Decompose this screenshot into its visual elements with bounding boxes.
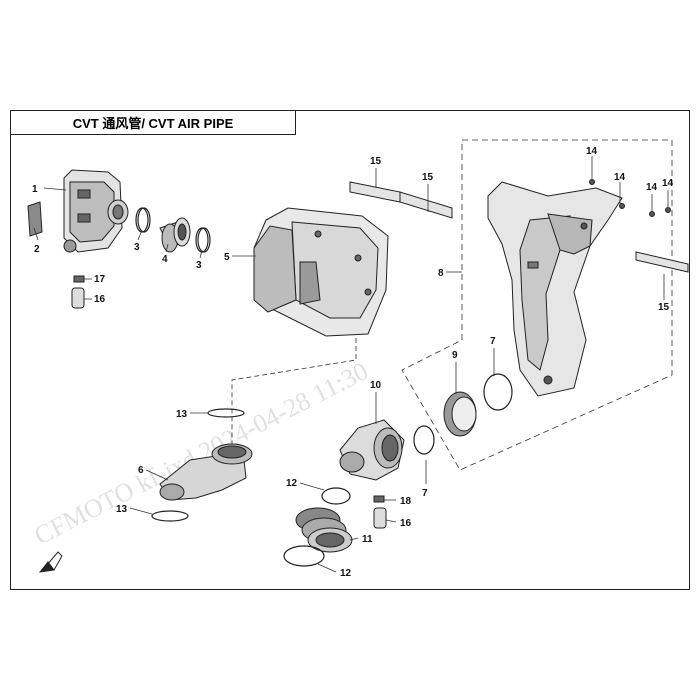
part-13-clamp-upper bbox=[207, 408, 245, 418]
part-11-sleeve bbox=[295, 507, 353, 553]
callout-10: 10 bbox=[370, 380, 382, 391]
part-12-clamp-lower bbox=[283, 545, 325, 567]
part-5-air-box bbox=[253, 207, 389, 337]
callout-12b: 12 bbox=[340, 568, 352, 579]
part-2-pad bbox=[27, 201, 43, 237]
callout-6: 6 bbox=[138, 465, 144, 476]
callout-3: 3 bbox=[134, 242, 140, 253]
part-8-duct-cover bbox=[487, 181, 623, 397]
callout-9: 9 bbox=[452, 350, 458, 361]
part-3-clamp-right bbox=[195, 227, 211, 253]
callout-14b: 14 bbox=[614, 172, 626, 183]
part-16-plug-left bbox=[71, 287, 85, 309]
callout-8: 8 bbox=[438, 268, 444, 279]
part-12-clamp-upper bbox=[321, 487, 351, 505]
callout-15c: 15 bbox=[658, 302, 670, 313]
callout-16b: 16 bbox=[400, 518, 412, 529]
callout-2: 2 bbox=[34, 244, 40, 255]
leader-lines bbox=[33, 156, 669, 573]
part-9-seal-ring bbox=[443, 391, 477, 437]
callout-12a: 12 bbox=[286, 478, 298, 489]
part-17-clip-left bbox=[73, 275, 85, 283]
part-10-elbow bbox=[339, 419, 405, 481]
callout-14d: 14 bbox=[662, 178, 674, 189]
part-7-clamp-lower bbox=[413, 425, 435, 455]
callout-14a: 14 bbox=[586, 146, 598, 157]
callout-7a: 7 bbox=[490, 336, 496, 347]
part-18-clip-right bbox=[373, 495, 385, 503]
part-1-filter-housing bbox=[63, 169, 129, 253]
part-15-foam-strip-a bbox=[349, 181, 453, 219]
part-16-plug-right bbox=[373, 507, 387, 529]
connection-line bbox=[231, 338, 357, 444]
callout-15b: 15 bbox=[422, 172, 434, 183]
front-arrow-icon bbox=[38, 551, 63, 573]
diagram-frame bbox=[10, 110, 690, 590]
callout-3b: 3 bbox=[196, 260, 202, 271]
part-13-clamp-lower bbox=[151, 510, 189, 522]
callout-16a: 16 bbox=[94, 294, 106, 305]
title-box: CVT 通风管/ CVT AIR PIPE bbox=[10, 110, 296, 135]
callout-4: 4 bbox=[162, 254, 168, 265]
part-3-clamp-left bbox=[135, 207, 151, 233]
callout-15a: 15 bbox=[370, 156, 382, 167]
callout-13b: 13 bbox=[116, 504, 128, 515]
callout-13a: 13 bbox=[176, 409, 188, 420]
part-7-clamp-upper bbox=[483, 373, 513, 411]
callout-1: 1 bbox=[32, 184, 38, 195]
part-4-coupling-sleeve bbox=[159, 217, 191, 253]
subassembly-boundary bbox=[401, 139, 673, 471]
diagram-title: CVT 通风管/ CVT AIR PIPE bbox=[72, 116, 234, 131]
callout-18: 18 bbox=[400, 496, 412, 507]
part-15-foam-strip-b bbox=[635, 251, 689, 273]
callout-7b: 7 bbox=[422, 488, 428, 499]
callout-17: 17 bbox=[94, 274, 106, 285]
callout-14c: 14 bbox=[646, 182, 658, 193]
callout-5: 5 bbox=[224, 252, 230, 263]
callout-11: 11 bbox=[362, 534, 373, 545]
